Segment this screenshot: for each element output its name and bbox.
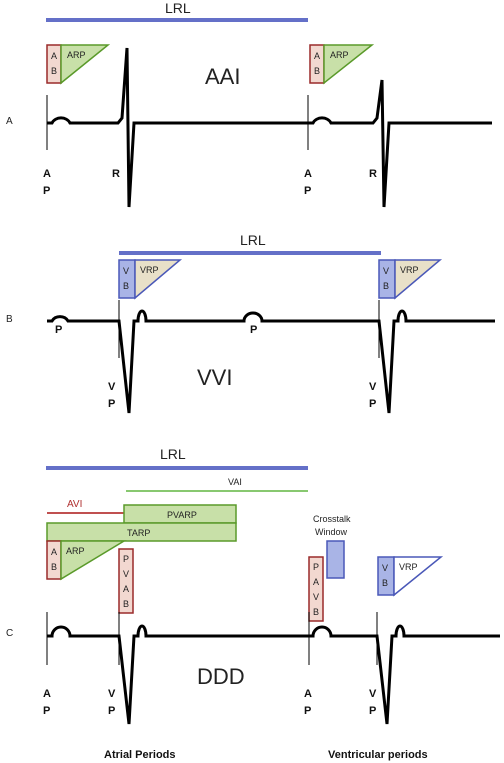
ventricular-pace-letter: V <box>108 688 116 700</box>
ventricular-pace-letter: P <box>369 705 376 717</box>
row-aai: LRL A B ARP A B ARP A AAI A P R A P R <box>6 0 492 208</box>
atrial-pace-letter: A <box>304 688 312 700</box>
r-wave-label: R <box>112 168 120 180</box>
ventricular-blanking-letter: V <box>123 266 129 276</box>
ventricular-blanking-letter: V <box>383 266 389 276</box>
mode-label: VVI <box>197 365 232 390</box>
ventricular-pace-letter: V <box>108 381 116 393</box>
atrial-blanking-letter: B <box>51 66 57 76</box>
ventricular-blanking-letter: B <box>123 281 129 291</box>
vrp-triangle <box>394 259 443 300</box>
lrl-bar <box>119 251 381 255</box>
p-wave-label: P <box>55 324 62 336</box>
ventricular-blanking-letter: V <box>382 563 388 573</box>
p-wave-label: P <box>250 324 257 336</box>
ventricular-pace-letter: V <box>369 381 377 393</box>
lrl-label: LRL <box>240 232 266 248</box>
vai-label: VAI <box>228 477 242 487</box>
ecg-trace <box>47 309 495 414</box>
atrial-pace-letter: P <box>304 705 311 717</box>
mode-label: DDD <box>197 664 245 689</box>
pavb-letter: V <box>313 592 319 602</box>
pvab-letter: V <box>123 569 129 579</box>
tarp-label: TARP <box>127 528 150 538</box>
atrial-pace-letter: A <box>304 168 312 180</box>
lrl-label: LRL <box>160 446 186 462</box>
ventricular-pace-letter: P <box>369 398 376 410</box>
arp-triangle <box>60 540 127 581</box>
arp-label: ARP <box>66 546 85 556</box>
atrial-pace-letter: A <box>43 688 51 700</box>
arp-label: ARP <box>330 50 349 60</box>
atrial-blanking-letter: A <box>51 51 57 61</box>
arp-triangle <box>60 44 111 85</box>
crosstalk-label: Window <box>315 527 348 537</box>
pvab-box <box>118 548 134 614</box>
row-vvi: LRL V B VRP V B VRP B P P VVI V P V P <box>6 232 495 414</box>
ventricular-pace-letter: P <box>108 705 115 717</box>
atrial-blanking-letter: B <box>51 562 57 572</box>
ventricular-periods-caption: Ventricular periods <box>328 749 428 761</box>
atrial-periods-caption: Atrial Periods <box>104 749 176 761</box>
atrial-blanking-letter: A <box>51 547 57 557</box>
ventricular-pace-letter: V <box>369 688 377 700</box>
crosstalk-window-box <box>326 540 345 579</box>
pavb-letter: A <box>313 577 319 587</box>
vrp-triangle <box>134 259 183 300</box>
vrp-label: VRP <box>400 265 419 275</box>
ventricular-blanking-letter: B <box>383 281 389 291</box>
lrl-bar <box>46 466 308 470</box>
row-ddd: LRL VAI AVI PVARP TARP A B ARP P V A B P… <box>6 446 500 725</box>
pvab-letter: B <box>123 599 129 609</box>
ventricular-pace-letter: P <box>108 398 115 410</box>
row-label: C <box>6 628 13 639</box>
pvab-letter: P <box>123 554 129 564</box>
atrial-pace-letter: A <box>43 168 51 180</box>
atrial-blanking-letter: A <box>314 51 320 61</box>
arp-triangle <box>323 44 375 85</box>
crosstalk-label: Crosstalk <box>313 514 351 524</box>
atrial-blanking-letter: B <box>314 66 320 76</box>
row-label: B <box>6 314 13 325</box>
pavb-letter: B <box>313 607 319 617</box>
pvarp-label: PVARP <box>167 510 197 520</box>
vrp-label: VRP <box>140 265 159 275</box>
ecg-trace <box>47 47 492 208</box>
pavb-letter: P <box>313 562 319 572</box>
vrp-label: VRP <box>399 562 418 572</box>
atrial-pace-letter: P <box>304 185 311 197</box>
atrial-pace-letter: P <box>43 705 50 717</box>
atrial-pace-letter: P <box>43 185 50 197</box>
lrl-bar <box>46 18 308 22</box>
mode-label: AAI <box>205 64 240 89</box>
tarp-bar <box>46 522 237 542</box>
avi-label: AVI <box>67 499 82 510</box>
pavb-box <box>308 556 324 622</box>
pvab-letter: A <box>123 584 129 594</box>
lrl-label: LRL <box>165 0 191 16</box>
r-wave-label: R <box>369 168 377 180</box>
ventricular-blanking-letter: B <box>382 578 388 588</box>
arp-label: ARP <box>67 50 86 60</box>
vrp-triangle <box>393 556 444 597</box>
row-label: A <box>6 116 13 127</box>
